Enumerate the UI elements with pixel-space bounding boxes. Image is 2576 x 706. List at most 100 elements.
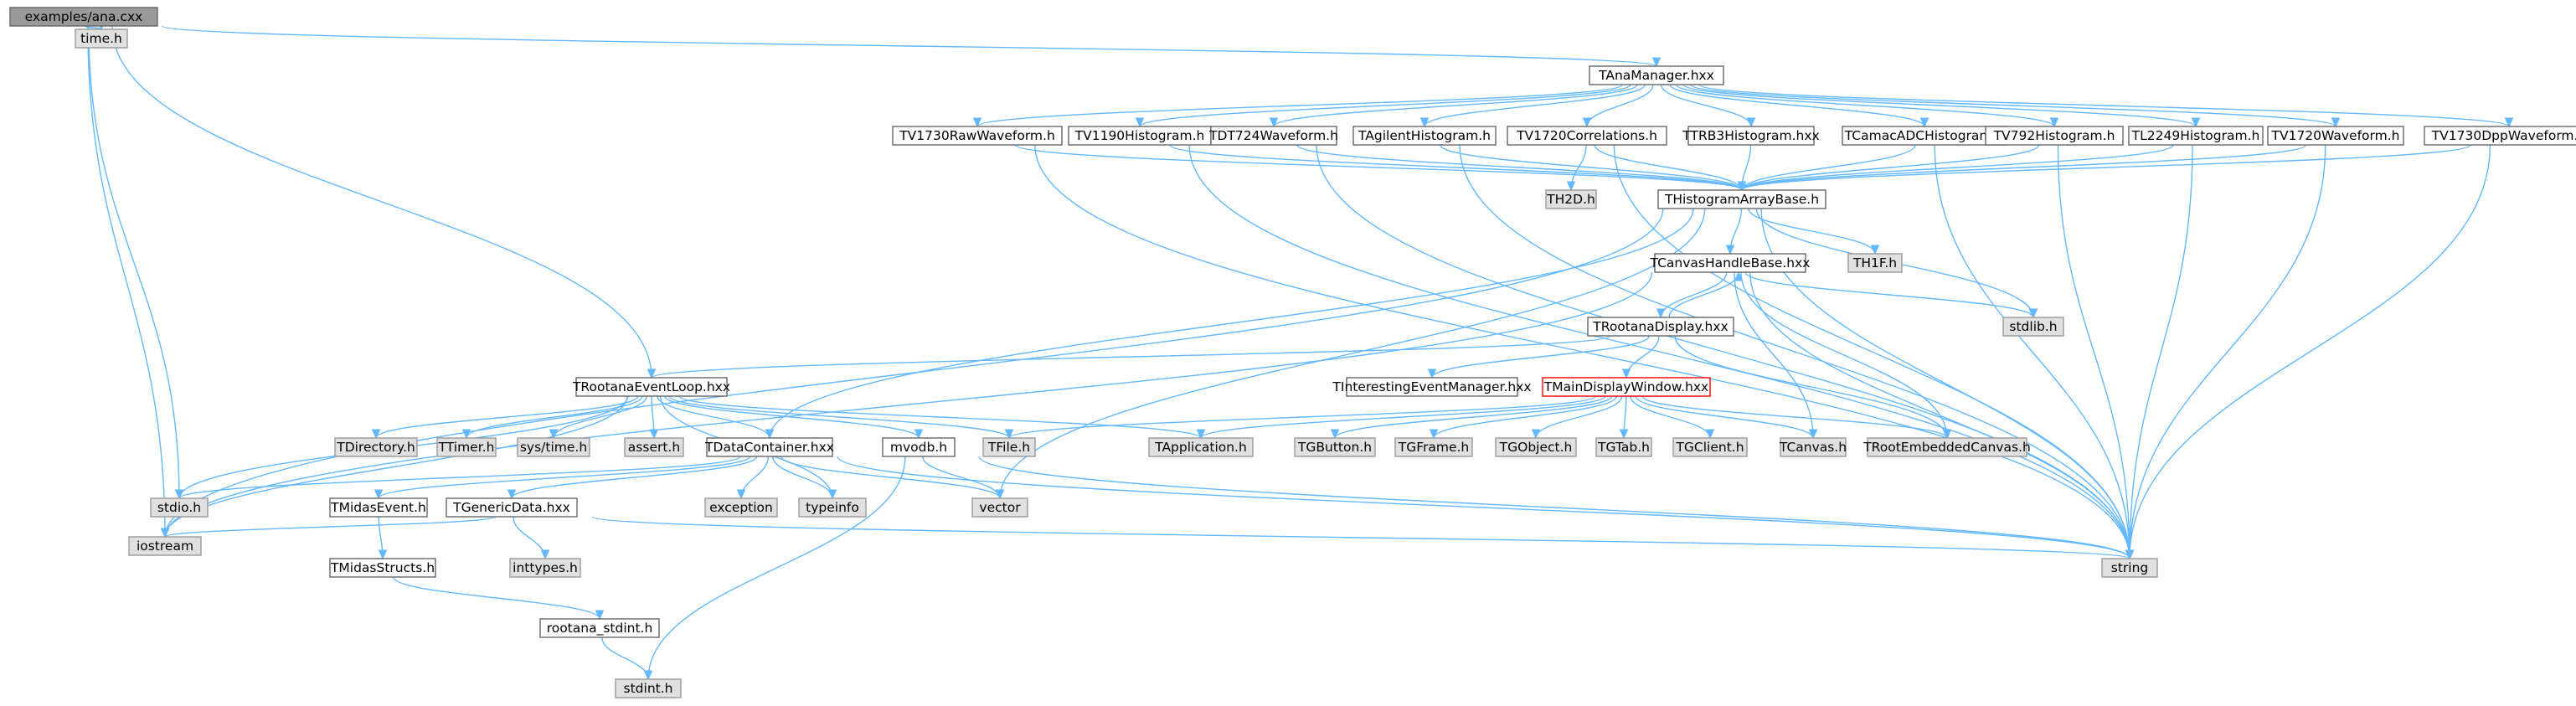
edge-tmdw-to-tgbutton bbox=[1330, 395, 1613, 440]
node-box bbox=[150, 497, 209, 518]
edge-tana-to-v1720corr bbox=[1582, 84, 1654, 128]
node-box bbox=[1654, 253, 1806, 273]
node-box bbox=[1294, 437, 1376, 457]
node-v792[interactable]: TV792Histogram.h bbox=[1985, 126, 2124, 146]
edge-line bbox=[1748, 208, 1876, 255]
node-v1720corr[interactable]: TV1720Correlations.h bbox=[1507, 126, 1667, 146]
node-tdc[interactable]: TDataContainer.hxx bbox=[704, 437, 834, 457]
edge-hab-to-string bbox=[1760, 208, 2135, 560]
arrowhead bbox=[1429, 429, 1439, 440]
node-rel[interactable]: TRootanaEventLoop.hxx bbox=[572, 377, 730, 397]
edge-line bbox=[466, 395, 643, 439]
node-chb[interactable]: TCanvasHandleBase.hxx bbox=[1650, 253, 1811, 273]
edge-v1720wf-to-hab bbox=[1737, 144, 2307, 192]
edge-line bbox=[1689, 84, 2336, 127]
node-v1730dpp[interactable]: TV1730DppWaveform.h bbox=[2424, 126, 2576, 146]
edge-line bbox=[1741, 144, 2471, 191]
node-box bbox=[1148, 437, 1254, 457]
edge-hab-to-th1f bbox=[1748, 208, 1880, 255]
edge-line bbox=[2129, 144, 2193, 559]
edge-line bbox=[1741, 144, 2174, 191]
node-tgframe: TGFrame.h bbox=[1394, 437, 1473, 457]
node-box bbox=[334, 437, 418, 457]
edge-camac-to-string bbox=[1934, 144, 2135, 560]
arrowhead bbox=[2191, 117, 2201, 128]
edge-line bbox=[1660, 271, 1728, 318]
edge-tmdw-to-tgframe bbox=[1429, 395, 1618, 440]
arrowhead bbox=[1705, 429, 1715, 440]
node-ana[interactable]: examples/ana.cxx bbox=[9, 7, 158, 27]
edge-tana-to-tdt724 bbox=[1269, 84, 1638, 128]
arrowhead bbox=[461, 429, 471, 440]
arrowhead bbox=[1919, 117, 1929, 128]
edge-line bbox=[664, 395, 920, 439]
edge-hab-to-chb bbox=[1725, 208, 1742, 255]
node-tmstructs[interactable]: TMidasStructs.h bbox=[329, 558, 436, 578]
node-label: stdint.h bbox=[624, 681, 673, 696]
edge-tdc-to-exception bbox=[736, 456, 769, 500]
node-tmdw[interactable]: TMainDisplayWindow.hxx bbox=[1542, 377, 1711, 397]
edge-line bbox=[1668, 271, 1739, 318]
arrowhead bbox=[2125, 549, 2135, 560]
node-rdisp[interactable]: TRootanaDisplay.hxx bbox=[1587, 317, 1734, 337]
edge-rel-to-tfile bbox=[668, 395, 1014, 440]
arrowhead bbox=[914, 429, 924, 440]
node-label: rootana_stdint.h bbox=[547, 621, 653, 636]
edge-tana-to-v1730raw bbox=[972, 84, 1624, 128]
arrowhead bbox=[540, 549, 550, 560]
node-tdt724[interactable]: TDT724Waveform.h bbox=[1208, 126, 1338, 146]
edge-line bbox=[1660, 84, 1752, 127]
node-box bbox=[539, 618, 660, 638]
node-v1190[interactable]: TV1190Histogram.h bbox=[1068, 126, 1212, 146]
node-label: TCanvas.h bbox=[1779, 440, 1847, 455]
edge-rel-to-mvodb bbox=[664, 395, 924, 440]
node-tgeneric[interactable]: TGenericData.hxx bbox=[446, 497, 578, 518]
node-l2249[interactable]: TL2249Histogram.h bbox=[2128, 126, 2264, 146]
edge-line bbox=[1734, 271, 1814, 439]
node-label: TMainDisplayWindow.hxx bbox=[1543, 379, 1708, 394]
edge-line bbox=[513, 516, 546, 559]
node-agilent[interactable]: TAgilentHistogram.h bbox=[1352, 126, 1497, 146]
edge-v1730raw-to-hab bbox=[1014, 144, 1747, 192]
node-trb3[interactable]: TTRB3Histogram.hxx bbox=[1682, 126, 1820, 146]
node-mvodb[interactable]: mvodb.h bbox=[882, 437, 956, 457]
arrowhead bbox=[1656, 308, 1666, 319]
node-box bbox=[971, 497, 1028, 518]
node-tmidas[interactable]: TMidasEvent.h bbox=[329, 497, 428, 518]
node-v1730raw[interactable]: TV1730RawWaveform.h bbox=[892, 126, 1063, 146]
node-rstdint[interactable]: rootana_stdint.h bbox=[539, 618, 660, 638]
node-hab[interactable]: THistogramArrayBase.h bbox=[1657, 189, 1826, 209]
edge-line bbox=[1334, 395, 1613, 439]
arrowhead bbox=[1269, 117, 1279, 128]
edge-line bbox=[378, 456, 751, 499]
edge-rel-to-tapp bbox=[678, 395, 1206, 440]
node-camac[interactable]: TCamacADCHistogram.h bbox=[1842, 126, 2007, 146]
edge-line bbox=[1934, 144, 2130, 559]
edge-line bbox=[1433, 395, 1618, 439]
node-label: TRootanaEventLoop.hxx bbox=[572, 379, 730, 394]
node-label: examples/ana.cxx bbox=[25, 9, 143, 24]
node-label: TTimer.h bbox=[438, 440, 495, 455]
node-label: TAnaManager.hxx bbox=[1598, 68, 1714, 83]
node-layer: examples/ana.cxxtime.hTAnaManager.hxxTV1… bbox=[9, 7, 2576, 698]
arrowhead bbox=[371, 429, 381, 440]
edge-rdisp-to-rel bbox=[647, 335, 1611, 379]
edge-line bbox=[1641, 395, 1948, 439]
edge-v792-to-hab bbox=[1737, 144, 2040, 192]
node-tana[interactable]: TAnaManager.hxx bbox=[1589, 65, 1724, 85]
node-label: TL2249Histogram.h bbox=[2131, 128, 2260, 143]
node-box bbox=[1847, 253, 1903, 273]
node-box bbox=[9, 7, 158, 27]
node-tiem[interactable]: TInterestingEventManager.hxx bbox=[1332, 377, 1532, 397]
edge-line bbox=[591, 516, 2130, 559]
node-label: vector bbox=[979, 500, 1021, 515]
edge-tana-to-v792 bbox=[1676, 84, 2059, 128]
arrowhead bbox=[1004, 429, 1014, 440]
edge-tmdw-to-tapp bbox=[1196, 395, 1606, 440]
edge-line bbox=[1296, 144, 1743, 191]
edge-tdc-to-tgeneric bbox=[507, 456, 758, 500]
arrowhead bbox=[643, 670, 653, 681]
node-label: string bbox=[2111, 560, 2149, 575]
node-box bbox=[1687, 126, 1815, 146]
node-v1720wf[interactable]: TV1720Waveform.h bbox=[2267, 126, 2404, 146]
